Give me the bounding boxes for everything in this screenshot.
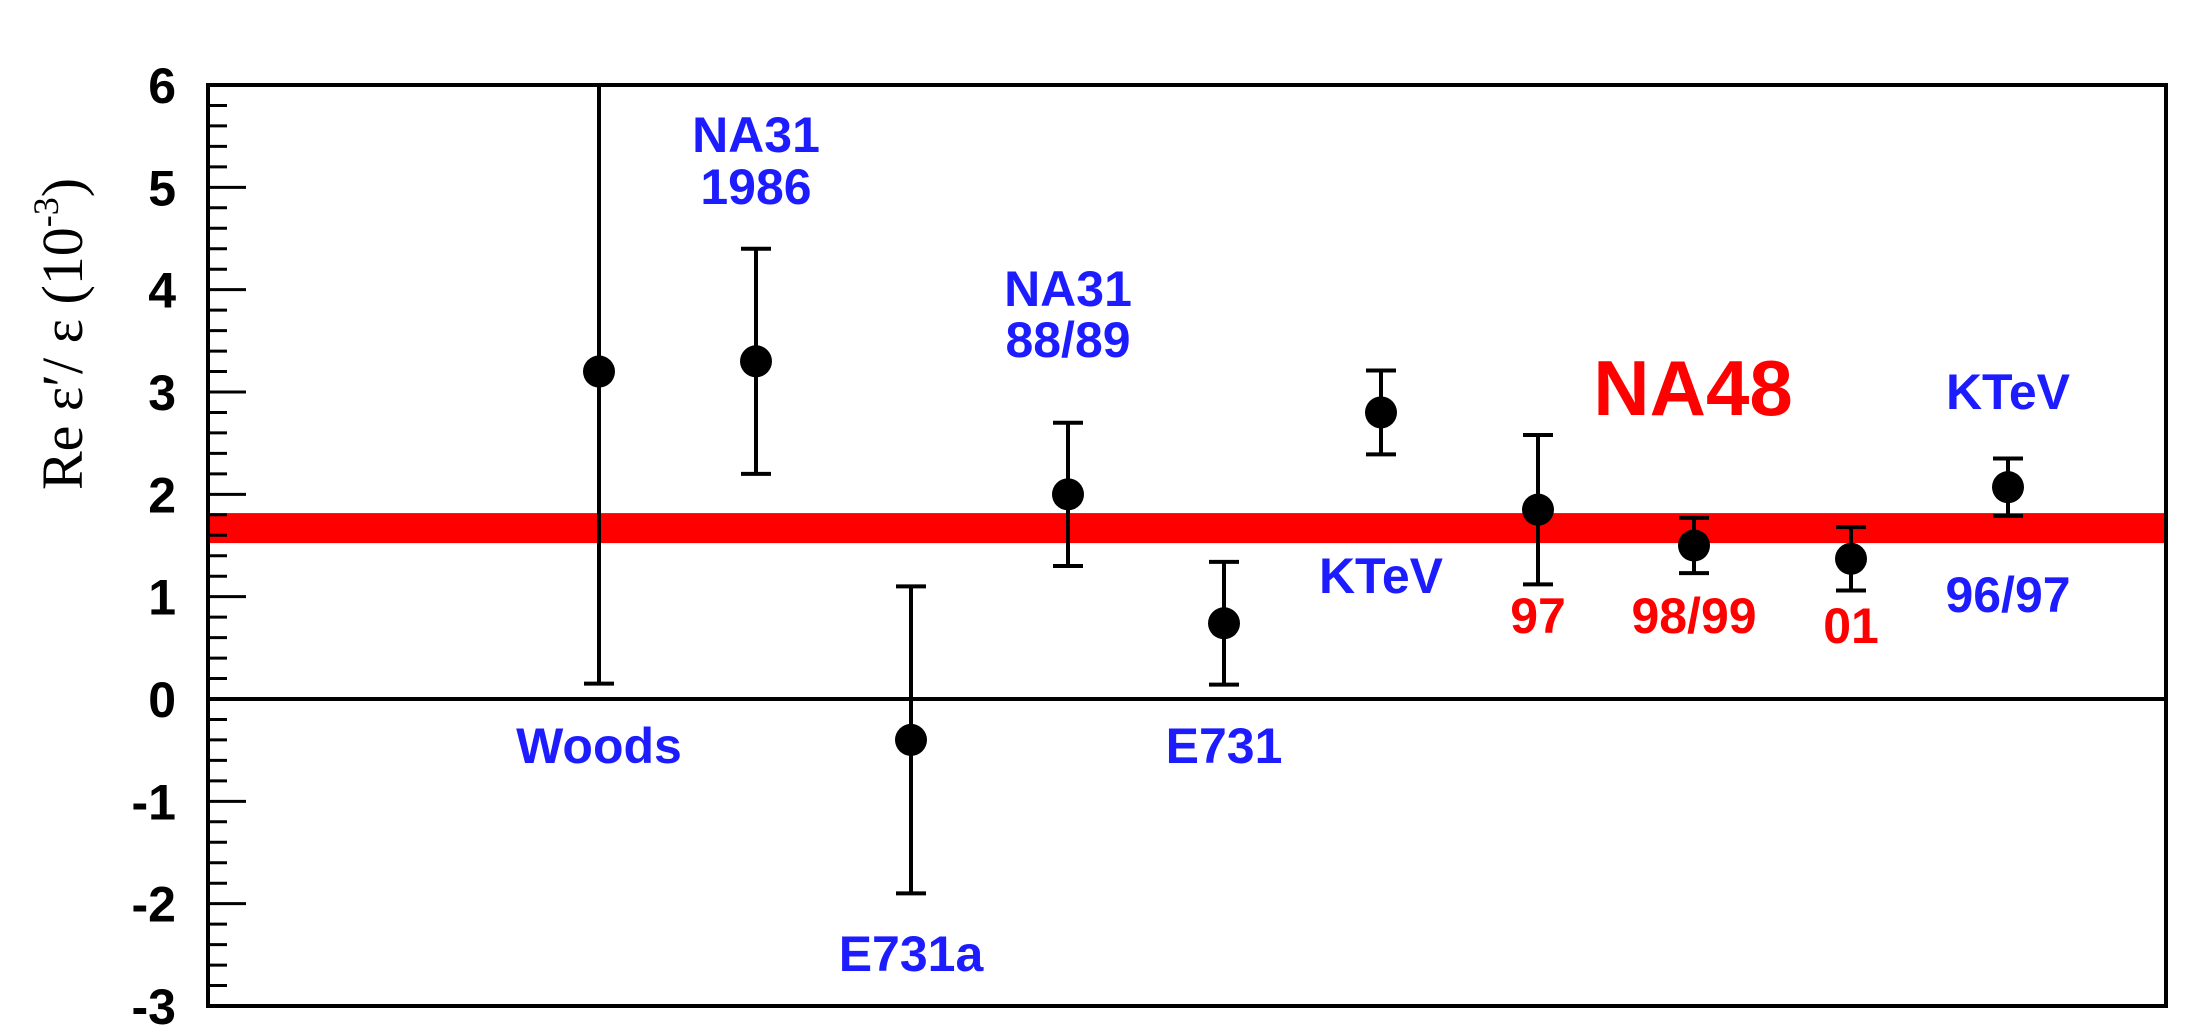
label-na48-9899: 98/99 <box>1631 588 1756 644</box>
y-tick-label: 5 <box>148 160 176 216</box>
y-tick-label: 4 <box>148 263 176 319</box>
label-e731a: E731a <box>839 926 985 982</box>
label-na31-8889-a: NA31 <box>1004 261 1132 317</box>
data-point-na31-1986 <box>740 345 772 378</box>
mark-layer <box>583 85 2024 896</box>
label-na31-1986-a: NA31 <box>692 107 820 163</box>
y-tick-label: 1 <box>148 570 176 626</box>
label-na48-97: 97 <box>1510 588 1566 644</box>
average-band <box>208 513 2166 544</box>
label-e731: E731 <box>1166 718 1283 774</box>
label-ktev-9697: 96/97 <box>1945 567 2070 623</box>
y-tick-label: -2 <box>132 877 176 933</box>
data-point-na48-9899 <box>1678 529 1710 562</box>
data-point-na48-01 <box>1835 542 1867 575</box>
label-na31-8889-b: 88/89 <box>1005 312 1130 368</box>
label-woods: Woods <box>516 718 682 774</box>
data-point-e731 <box>1208 607 1240 640</box>
label-layer: WoodsNA311986E731aNA3188/89E731KTeVNA489… <box>516 107 2071 982</box>
label-na31-1986-b: 1986 <box>700 159 811 215</box>
y-tick-label: 0 <box>148 672 176 728</box>
y-tick-label: 3 <box>148 365 176 421</box>
data-point-ktev-1 <box>1365 396 1397 429</box>
band-layer <box>208 513 2166 544</box>
y-axis-title-main: Re ε′/ ε (10 <box>30 227 95 490</box>
y-axis-title-exponent: -3 <box>26 197 66 227</box>
y-axis-title: Re ε′/ ε (10-3) <box>26 178 95 490</box>
label-na48-01: 01 <box>1823 598 1879 654</box>
plot-frame <box>206 83 2168 1008</box>
y-tick-label: -3 <box>132 979 176 1026</box>
data-point-ktev-9697 <box>1992 471 2024 504</box>
y-tick-label: -1 <box>132 774 176 830</box>
y-axis-title-close: ) <box>30 178 95 197</box>
label-na48: NA48 <box>1593 344 1792 432</box>
y-tick-label: 6 <box>148 58 176 114</box>
label-ktev-2: KTeV <box>1946 364 2071 420</box>
data-point-na31-8889 <box>1052 478 1084 511</box>
y-tick-label: 2 <box>148 467 176 523</box>
data-point-woods <box>583 355 615 388</box>
data-point-e731a <box>895 723 927 756</box>
label-ktev-1: KTeV <box>1319 548 1444 604</box>
data-point-na48-97 <box>1522 493 1554 526</box>
